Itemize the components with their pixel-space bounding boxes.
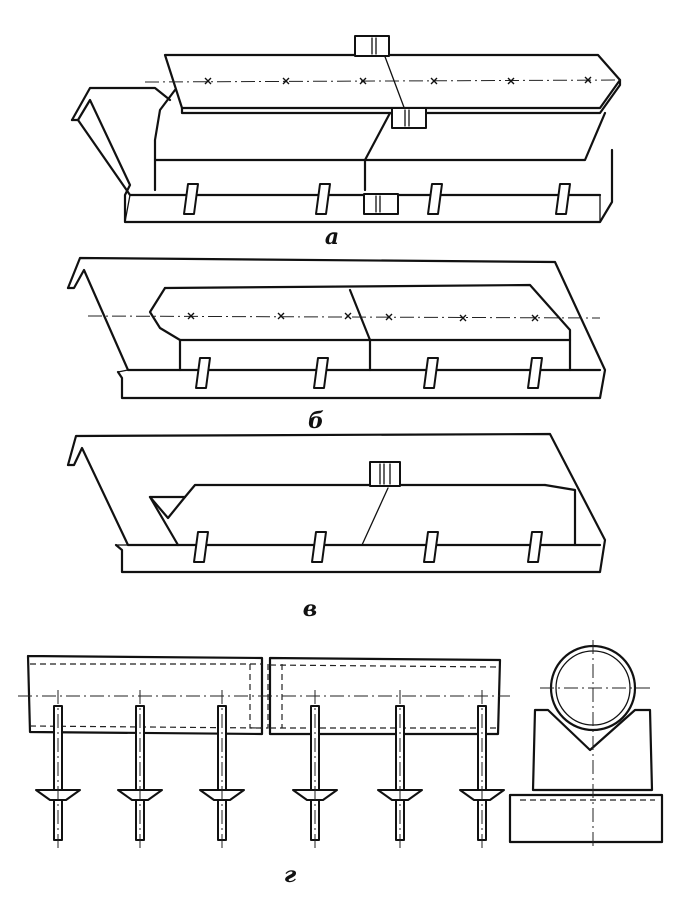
figure-b: б — [66, 256, 607, 434]
pipe-section-left — [26, 654, 264, 736]
beam-top-flange — [163, 53, 622, 110]
splice-plate-bottom — [363, 193, 399, 215]
weld-axis — [144, 79, 626, 83]
figure-label-g: г — [284, 862, 297, 888]
weld-axis-b — [87, 315, 601, 319]
tack-blocks-v — [193, 531, 543, 563]
supports — [35, 690, 505, 850]
tack-blocks-a — [183, 183, 571, 215]
joint-line-v — [361, 487, 389, 546]
channel-outline-v — [66, 432, 607, 574]
figure-label-b: б — [308, 408, 324, 434]
beam-web-left — [153, 88, 177, 192]
splice-plate-v — [369, 461, 401, 487]
spot-welds — [204, 76, 592, 85]
spot-welds-b — [187, 312, 539, 322]
channel-outline — [70, 98, 614, 224]
beam-box-b — [163, 283, 572, 372]
angle-section — [148, 495, 187, 520]
end-view — [508, 640, 664, 850]
figure-a: а — [70, 35, 626, 250]
v-block — [531, 708, 654, 792]
channel-top-edge — [70, 86, 172, 122]
pipe-section-right — [268, 656, 502, 736]
figure-v: в — [66, 432, 607, 622]
figure-label-v: в — [303, 596, 317, 622]
figure-label-a: а — [325, 224, 339, 250]
figure-g: г — [18, 640, 664, 888]
tack-blocks-b — [195, 357, 543, 389]
channel-outline-b — [66, 256, 607, 400]
base-plate — [508, 793, 664, 844]
